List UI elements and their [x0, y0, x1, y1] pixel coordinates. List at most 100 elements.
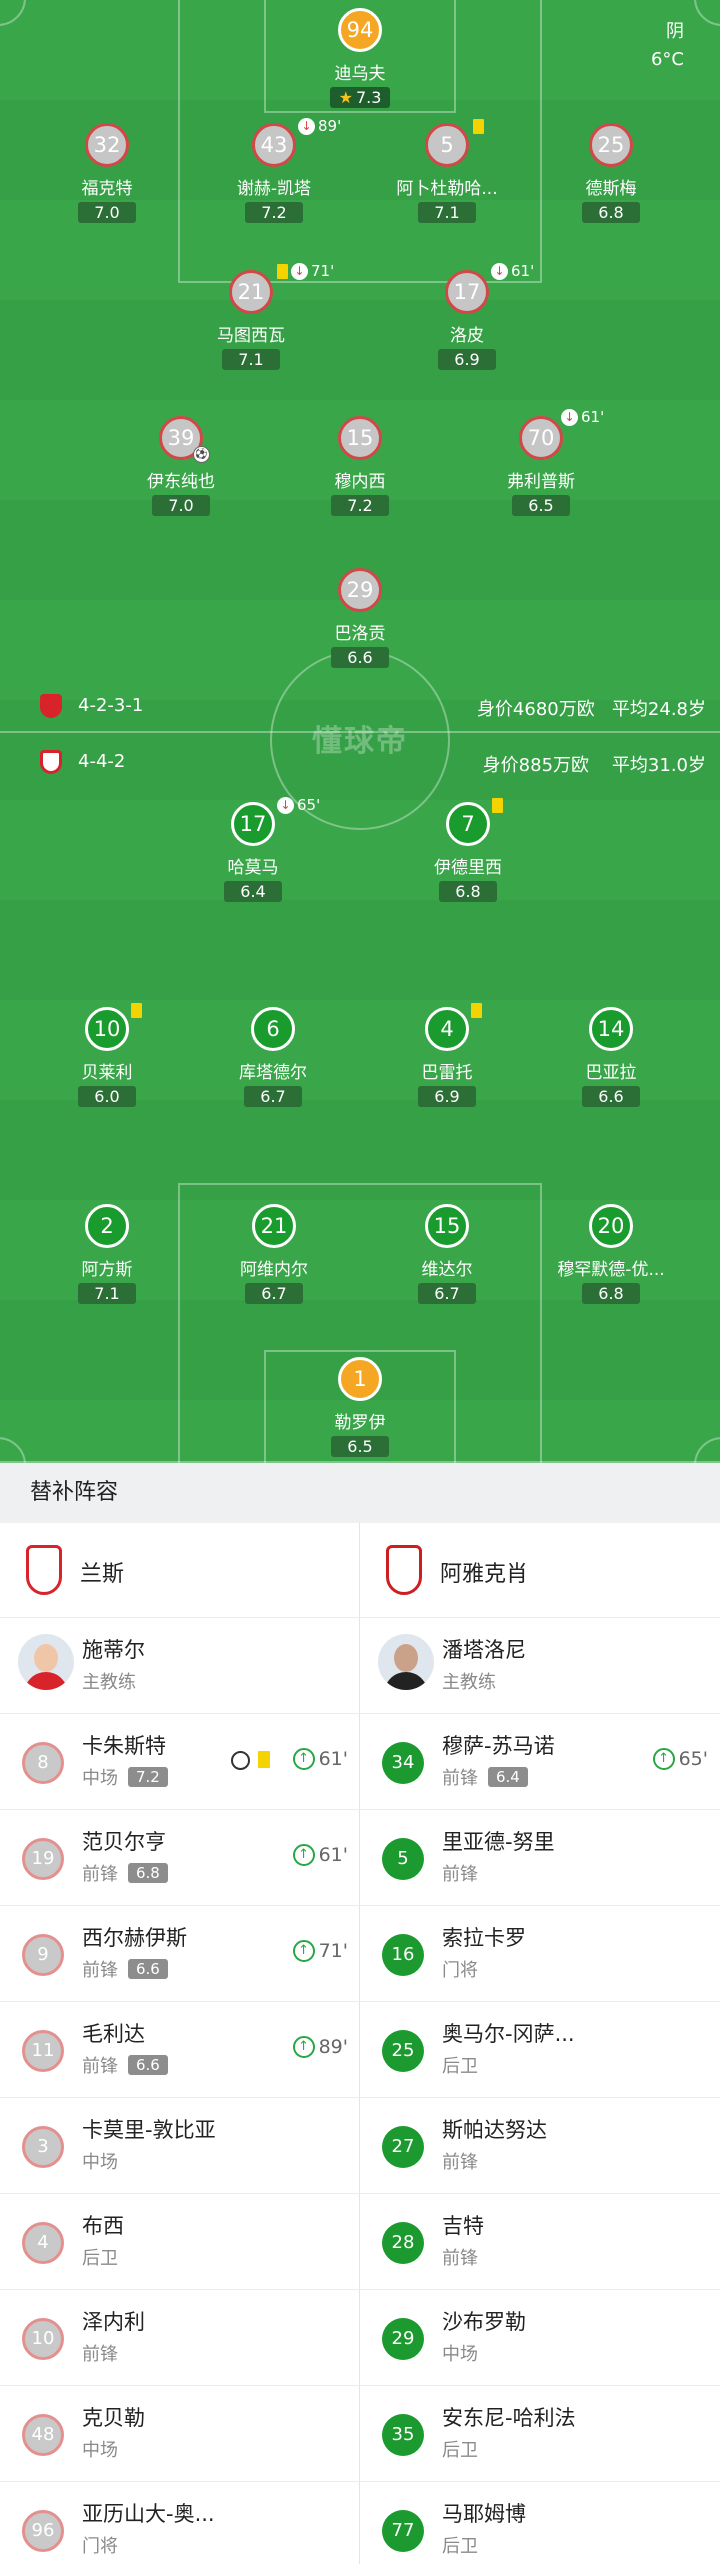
- player-home-dm1[interactable]: 21 马图西瓦 7.1 ↓71': [161, 262, 341, 370]
- coach-role: 主教练: [82, 1672, 136, 1693]
- sub-row: 3 卡莫里-敦比亚 中场 27 斯帕达努达 前锋: [0, 2098, 720, 2194]
- sub-in-icon: ↑: [292, 1844, 315, 1866]
- player-name: 阿维内尔: [240, 1260, 308, 1280]
- player-home-dm2[interactable]: 17 洛皮 6.9 ↓61': [377, 262, 557, 370]
- sub-out-icon: ↓: [291, 262, 308, 280]
- sub-position: 后卫: [442, 2056, 478, 2077]
- sub-out-icon: ↓: [277, 796, 294, 814]
- player-home-am1[interactable]: 39 伊东纯也 7.0 ⚽: [91, 416, 271, 516]
- player-home-am3[interactable]: 70 弗利普斯 6.5 ↓61': [451, 408, 631, 516]
- player-name: 巴雷托: [421, 1063, 473, 1083]
- sub-number: 19: [22, 1838, 64, 1880]
- sub-position: 中场: [442, 2344, 478, 2365]
- player-number: 70: [519, 416, 563, 460]
- away-sub[interactable]: 16 索拉卡罗 门将: [360, 1906, 720, 2001]
- player-number: 10: [85, 1007, 129, 1051]
- home-value: 身价4680万欧: [476, 699, 595, 720]
- home-sub[interactable]: 3 卡莫里-敦比亚 中场: [0, 2098, 360, 2193]
- player-number: 29: [338, 568, 382, 612]
- sub-number: 77: [382, 2510, 424, 2552]
- player-away-cm1[interactable]: 6 库塔德尔 6.7: [183, 1007, 363, 1107]
- away-team-cell[interactable]: 阿雅克肖: [360, 1523, 720, 1617]
- player-name: 伊德里西: [434, 858, 502, 878]
- away-sub[interactable]: 27 斯帕达努达 前锋: [360, 2098, 720, 2193]
- sub-row: 96 亚历山大-奥... 门将 77 马耶姆博 后卫: [0, 2482, 720, 2564]
- player-away-rb[interactable]: 20 穆罕默德-优... 6.8: [521, 1204, 701, 1304]
- player-name: 巴洛贡: [334, 624, 386, 644]
- player-home-gk[interactable]: 94 迪乌夫 ★7.3: [270, 8, 450, 108]
- player-away-st2[interactable]: 7 伊德里西 6.8: [378, 798, 558, 902]
- sub-out-icon: ↓: [298, 117, 315, 135]
- player-home-rb[interactable]: 25 德斯梅 6.8: [521, 123, 701, 223]
- home-sub[interactable]: 48 克贝勒 中场: [0, 2386, 360, 2481]
- player-number: 25: [589, 123, 633, 167]
- sub-out-marker: ↓89': [298, 117, 341, 135]
- player-name: 穆内西: [334, 472, 386, 492]
- home-sub[interactable]: 10 泽内利 前锋: [0, 2290, 360, 2385]
- player-rating: 6.0: [78, 1086, 136, 1107]
- sub-position: 后卫: [82, 2248, 118, 2269]
- weather: 阴 6°C: [651, 18, 684, 74]
- sub-rating: 6.8: [128, 1863, 168, 1883]
- player-away-cb1[interactable]: 21 阿维内尔 6.7: [184, 1204, 364, 1304]
- player-rating: 6.7: [245, 1283, 303, 1304]
- player-home-st[interactable]: 29 巴洛贡 6.6: [270, 568, 450, 668]
- player-home-cb2[interactable]: 5 阿卜杜勒哈... 7.1: [357, 119, 537, 223]
- player-number: 94: [338, 8, 382, 52]
- player-away-st1[interactable]: 17 哈莫马 6.4 ↓65': [163, 796, 343, 902]
- home-team-cell[interactable]: 兰斯: [0, 1523, 360, 1617]
- away-sub[interactable]: 28 吉特 前锋: [360, 2194, 720, 2289]
- sub-in-marker: ↑61': [292, 1748, 348, 1770]
- player-away-lb[interactable]: 2 阿方斯 7.1: [17, 1204, 197, 1304]
- player-away-cb2[interactable]: 15 维达尔 6.7: [357, 1204, 537, 1304]
- player-number: 15: [425, 1204, 469, 1248]
- away-sub[interactable]: 35 安东尼-哈利法 后卫: [360, 2386, 720, 2481]
- player-number: 43: [252, 123, 296, 167]
- sub-in-icon: ↑: [292, 2036, 315, 2058]
- away-coach[interactable]: 潘塔洛尼 主教练: [360, 1618, 720, 1713]
- sub-number: 9: [22, 1934, 64, 1976]
- sub-position: 门将: [82, 2536, 118, 2557]
- sub-name: 毛利达: [82, 2022, 145, 2046]
- player-away-gk[interactable]: 1 勒罗伊 6.5: [270, 1357, 450, 1457]
- sub-name: 马耶姆博: [442, 2502, 526, 2526]
- player-away-rm[interactable]: 14 巴亚拉 6.6: [521, 1007, 701, 1107]
- sub-name: 卡莫里-敦比亚: [82, 2118, 216, 2142]
- home-coach[interactable]: 施蒂尔 主教练: [0, 1618, 360, 1713]
- yellow-card-icon: [471, 1003, 482, 1018]
- goal-ball-icon: [231, 1751, 250, 1770]
- sub-number: 25: [382, 2030, 424, 2072]
- sub-rating: 6.6: [128, 2055, 168, 2075]
- player-home-cb1[interactable]: 43 谢赫-凯塔 7.2 ↓89': [184, 117, 364, 223]
- player-name: 阿方斯: [81, 1260, 133, 1280]
- sub-position: 中场: [82, 2152, 118, 2173]
- column-divider: [359, 1523, 360, 2564]
- player-name: 勒罗伊: [334, 1413, 386, 1433]
- player-home-am2[interactable]: 15 穆内西 7.2: [270, 416, 450, 516]
- home-age: 平均24.8岁: [611, 699, 706, 720]
- away-sub[interactable]: 77 马耶姆博 后卫: [360, 2482, 720, 2564]
- sub-row: 10 泽内利 前锋 29 沙布罗勒 中场: [0, 2290, 720, 2386]
- yellow-card-icon: [492, 798, 503, 813]
- goal-ball-icon: ⚽: [193, 446, 210, 463]
- coach-avatar: [18, 1634, 74, 1690]
- subs-header: 替补阵容: [0, 1463, 720, 1523]
- home-sub[interactable]: 4 布西 后卫: [0, 2194, 360, 2289]
- away-sub[interactable]: 29 沙布罗勒 中场: [360, 2290, 720, 2385]
- player-rating: 6.4: [224, 881, 282, 902]
- player-away-cm2[interactable]: 4 巴雷托 6.9: [357, 1003, 537, 1107]
- sub-number: 11: [22, 2030, 64, 2072]
- player-number: 1: [338, 1357, 382, 1401]
- away-sub[interactable]: 25 奥马尔-冈萨... 后卫: [360, 2002, 720, 2097]
- player-away-lm[interactable]: 10 贝莱利 6.0: [17, 1003, 197, 1107]
- away-sub[interactable]: 5 里亚德-努里 前锋: [360, 1810, 720, 1905]
- sub-out-marker: ↓61': [491, 262, 534, 280]
- home-sub[interactable]: 96 亚历山大-奥... 门将: [0, 2482, 360, 2564]
- player-home-lb[interactable]: 32 福克特 7.0: [17, 123, 197, 223]
